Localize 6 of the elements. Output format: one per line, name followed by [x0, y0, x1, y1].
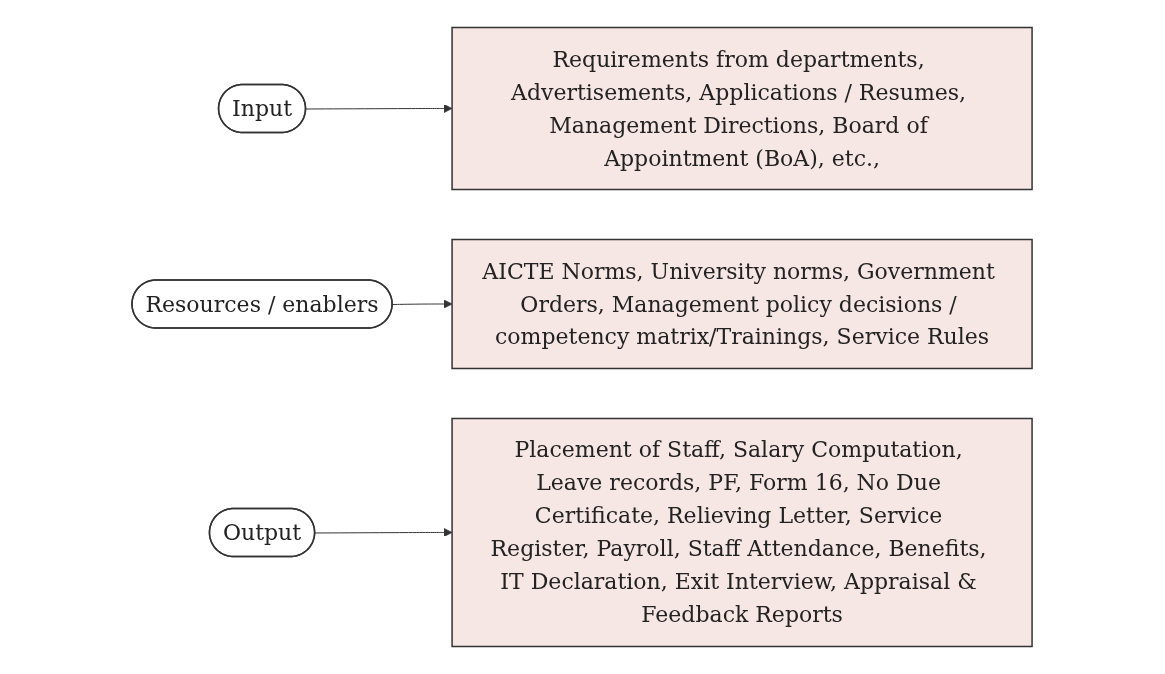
arrow [392, 299, 453, 309]
node-box: Placement of Staff, Salary Computation, Leave records, PF, Form 16, No Due Certificate, Relieving Letter, Service Register, Payroll, Staff Attendance, Benefits, IT Declaration, Exit Interview, Appraisal & Feedback Reports [451, 417, 1034, 648]
node-box: AICTE Norms, University norms, Government Orders, Management policy decisions / competency matrix/Trainings, Service Rules [451, 238, 1034, 370]
arrow [315, 528, 453, 537]
arrow [305, 104, 453, 113]
node-box: Requirements from departments, Advertisements, Applications / Resumes, Management Directions, Board of Appointment (BoA), etc., [451, 26, 1034, 191]
